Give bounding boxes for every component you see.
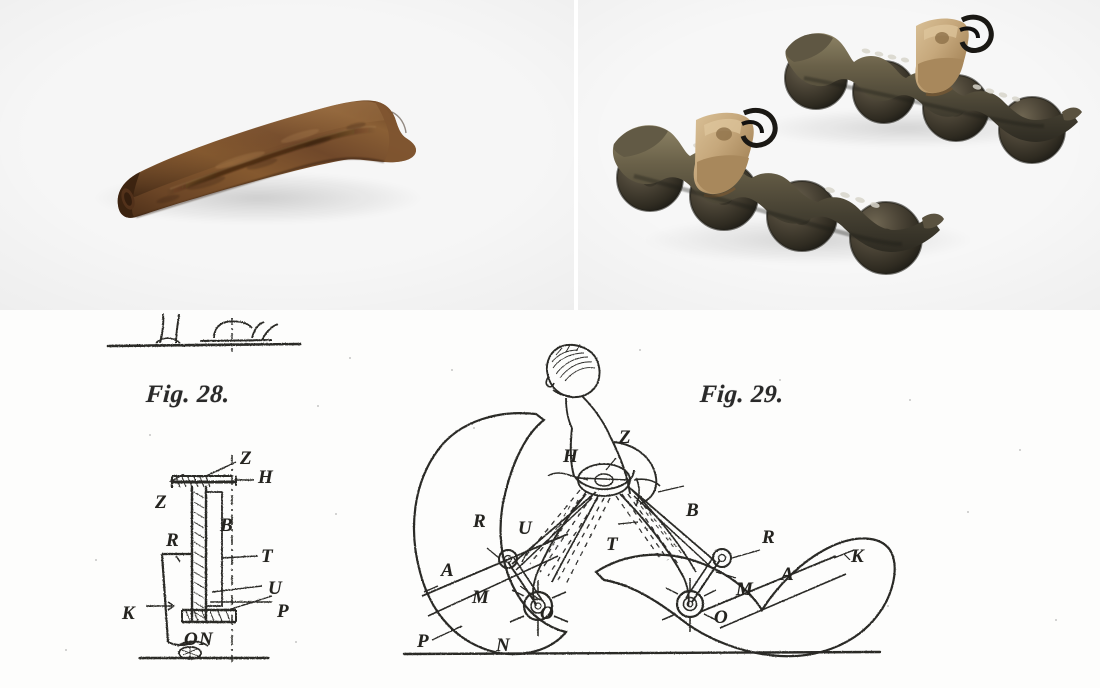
fig28-label-P: P xyxy=(277,601,289,622)
roller-skates-illustration xyxy=(578,0,1100,310)
fig28-label-R: R xyxy=(166,530,179,551)
fig29-label-T: T xyxy=(606,534,618,555)
fig28-caption: Fig. 28. xyxy=(145,381,231,408)
bone-artifact-photograph xyxy=(0,0,574,310)
skate-leather-strap-front xyxy=(693,107,778,198)
fig29-label-P: P xyxy=(417,631,429,652)
fig28-label-N: N xyxy=(199,629,213,650)
fig29-label-A-right: A xyxy=(781,564,794,585)
fig29-drawing xyxy=(402,343,896,658)
fig29-label-K: K xyxy=(851,546,864,567)
fig29-label-U: U xyxy=(518,518,532,539)
scan-speckle xyxy=(65,349,1057,651)
skate-leather-strap-rear xyxy=(915,14,994,97)
patent-engraving-plate: Fig. 28. Fig. 29. Z H Z B R T U P K O N … xyxy=(0,310,1100,688)
bone-image xyxy=(0,0,574,310)
fig29-label-Z: Z xyxy=(619,427,631,448)
patent-linework xyxy=(0,310,1100,688)
fig28-label-Z-top: Z xyxy=(240,448,252,469)
fig29-label-R-right: R xyxy=(762,527,775,548)
fig28-label-Z-left: Z xyxy=(155,492,167,513)
fig28-label-K: K xyxy=(122,603,135,624)
fig29-label-M-right: M xyxy=(736,579,753,600)
fig29-caption: Fig. 29. xyxy=(699,381,785,408)
fig28-label-B: B xyxy=(220,515,233,536)
fig28-label-U: U xyxy=(268,578,282,599)
fig29-label-H: H xyxy=(563,446,578,467)
roller-skate-front xyxy=(612,107,944,275)
bone-illustration xyxy=(0,0,574,310)
fig28-label-H: H xyxy=(258,467,273,488)
roller-skates-photograph xyxy=(578,0,1100,310)
fig28-drawing xyxy=(138,455,273,662)
fig29-label-R-left: R xyxy=(473,511,486,532)
fig29-label-N: N xyxy=(496,635,510,656)
fig29-label-O-right: O xyxy=(714,607,728,628)
fig29-label-M-left: M xyxy=(472,587,489,608)
fig29-label-O-left: O xyxy=(540,603,554,624)
roller-skates-image xyxy=(578,0,1100,310)
fig28-label-T: T xyxy=(261,546,273,567)
roller-skate-rear xyxy=(784,14,1082,164)
bone-body xyxy=(117,100,416,219)
fig29-label-A-left: A xyxy=(441,560,454,581)
fig28-label-O: O xyxy=(184,629,198,650)
patent-drawing xyxy=(0,310,1100,688)
cropped-figure-fragment xyxy=(106,313,302,352)
fig29-label-B: B xyxy=(686,500,699,521)
